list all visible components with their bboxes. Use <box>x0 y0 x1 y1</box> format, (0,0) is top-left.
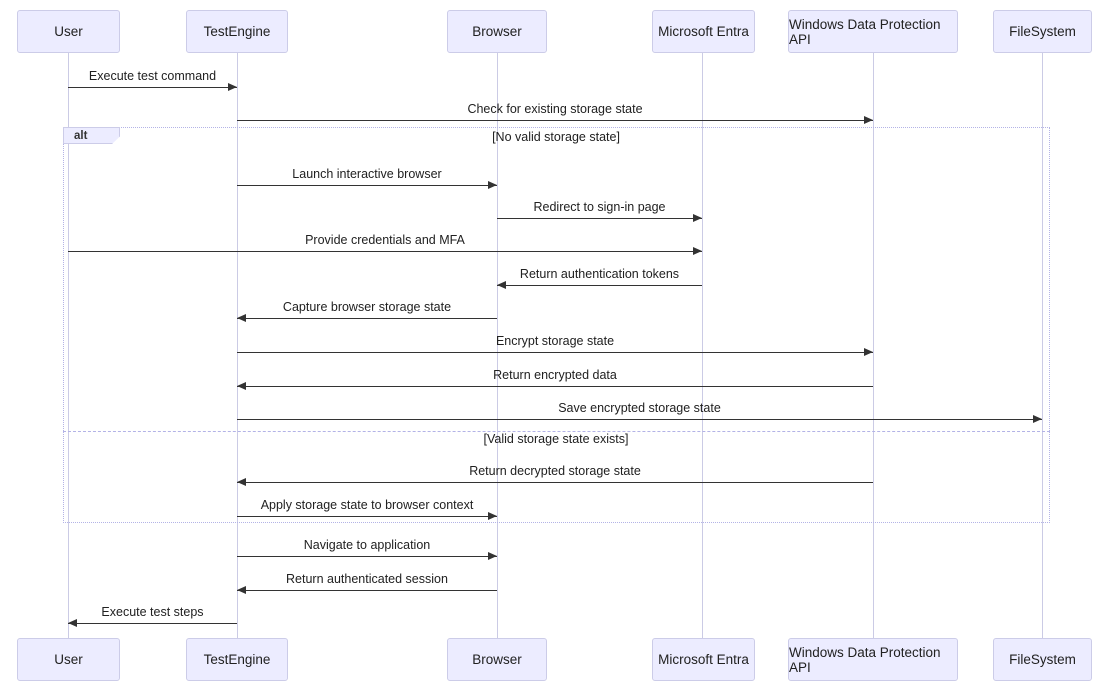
participant-label: Browser <box>472 24 522 39</box>
participant-testengine-top: TestEngine <box>186 10 288 53</box>
participant-windows-data-protection-api-top: Windows Data Protection API <box>788 10 958 53</box>
message-label: Navigate to application <box>303 538 431 552</box>
message-label: Return encrypted data <box>493 368 617 382</box>
message-return-decrypted-storage-state: Return decrypted storage state <box>237 463 873 486</box>
message-return-authentication-tokens: Return authentication tokens <box>497 266 702 289</box>
lifeline-filesystem <box>1042 53 1043 638</box>
message-label: Redirect to sign-in page <box>533 200 666 214</box>
participant-filesystem-top: FileSystem <box>993 10 1092 53</box>
participant-label: Microsoft Entra <box>658 652 749 667</box>
arrow-right-icon <box>237 181 497 189</box>
lifeline-windows-data-protection-api <box>873 53 874 638</box>
participant-label: Microsoft Entra <box>658 24 749 39</box>
message-navigate-to-application: Navigate to application <box>237 537 497 560</box>
message-redirect-to-sign-in-page: Redirect to sign-in page <box>497 199 702 222</box>
message-execute-test-steps: Execute test steps <box>68 604 237 627</box>
message-provide-credentials-and-mfa: Provide credentials and MFA <box>68 232 702 255</box>
participant-label: TestEngine <box>203 652 271 667</box>
arrow-left-icon <box>497 281 702 289</box>
lifeline-microsoft-entra <box>702 53 703 638</box>
arrow-left-icon <box>237 382 873 390</box>
message-label: Provide credentials and MFA <box>305 233 465 247</box>
alt-condition-valid-storage-state-exists: [Valid storage state exists] <box>483 432 629 446</box>
arrow-right-icon <box>68 247 702 255</box>
participant-label: User <box>54 652 83 667</box>
lifeline-testengine <box>237 53 238 638</box>
arrow-left-icon <box>68 619 237 627</box>
participant-label: FileSystem <box>1009 24 1076 39</box>
participant-label: Browser <box>472 652 522 667</box>
participant-user-bottom: User <box>17 638 120 681</box>
message-apply-storage-state-to-browser-context: Apply storage state to browser context <box>237 497 497 520</box>
message-label: Launch interactive browser <box>292 167 442 181</box>
message-save-encrypted-storage-state: Save encrypted storage state <box>237 400 1042 423</box>
participant-microsoft-entra-top: Microsoft Entra <box>652 10 755 53</box>
participant-browser-top: Browser <box>447 10 547 53</box>
participant-filesystem-bottom: FileSystem <box>993 638 1092 681</box>
message-label: Execute test steps <box>101 605 204 619</box>
participant-microsoft-entra-bottom: Microsoft Entra <box>652 638 755 681</box>
arrow-left-icon <box>237 314 497 322</box>
message-label: Encrypt storage state <box>495 334 615 348</box>
participant-testengine-bottom: TestEngine <box>186 638 288 681</box>
arrow-right-icon <box>237 415 1042 423</box>
participant-windows-data-protection-api-bottom: Windows Data Protection API <box>788 638 958 681</box>
participant-label: User <box>54 24 83 39</box>
message-return-encrypted-data: Return encrypted data <box>237 367 873 390</box>
message-label: Return authenticated session <box>286 572 448 586</box>
participant-browser-bottom: Browser <box>447 638 547 681</box>
message-capture-browser-storage-state: Capture browser storage state <box>237 299 497 322</box>
message-launch-interactive-browser: Launch interactive browser <box>237 166 497 189</box>
arrow-right-icon <box>237 348 873 356</box>
alt-frame-label: alt <box>63 127 120 144</box>
message-label: Execute test command <box>88 69 217 83</box>
participant-label: Windows Data Protection API <box>789 16 941 47</box>
message-label: Check for existing storage state <box>467 102 643 116</box>
participant-user-top: User <box>17 10 120 53</box>
message-return-authenticated-session: Return authenticated session <box>237 571 497 594</box>
message-encrypt-storage-state: Encrypt storage state <box>237 333 873 356</box>
message-label: Capture browser storage state <box>282 300 452 314</box>
arrow-left-icon <box>237 586 497 594</box>
alt-frame <box>63 127 1050 523</box>
message-check-for-existing-storage-state: Check for existing storage state <box>237 101 873 124</box>
arrow-right-icon <box>237 512 497 520</box>
arrow-right-icon <box>237 552 497 560</box>
participant-label: FileSystem <box>1009 652 1076 667</box>
participant-label: TestEngine <box>203 24 271 39</box>
lifeline-browser <box>497 53 498 638</box>
message-label: Apply storage state to browser context <box>260 498 474 512</box>
alt-condition-no-valid-storage-state: [No valid storage state] <box>492 130 620 144</box>
participant-label: Windows Data Protection API <box>789 644 941 675</box>
arrow-right-icon <box>68 83 237 91</box>
lifeline-user <box>68 53 69 638</box>
message-execute-test-command: Execute test command <box>68 68 237 91</box>
arrow-right-icon <box>237 116 873 124</box>
message-label: Save encrypted storage state <box>558 401 721 415</box>
arrow-right-icon <box>497 214 702 222</box>
alt-else-divider <box>63 431 1050 432</box>
message-label: Return authentication tokens <box>519 267 680 281</box>
arrow-left-icon <box>237 478 873 486</box>
message-label: Return decrypted storage state <box>469 464 641 478</box>
